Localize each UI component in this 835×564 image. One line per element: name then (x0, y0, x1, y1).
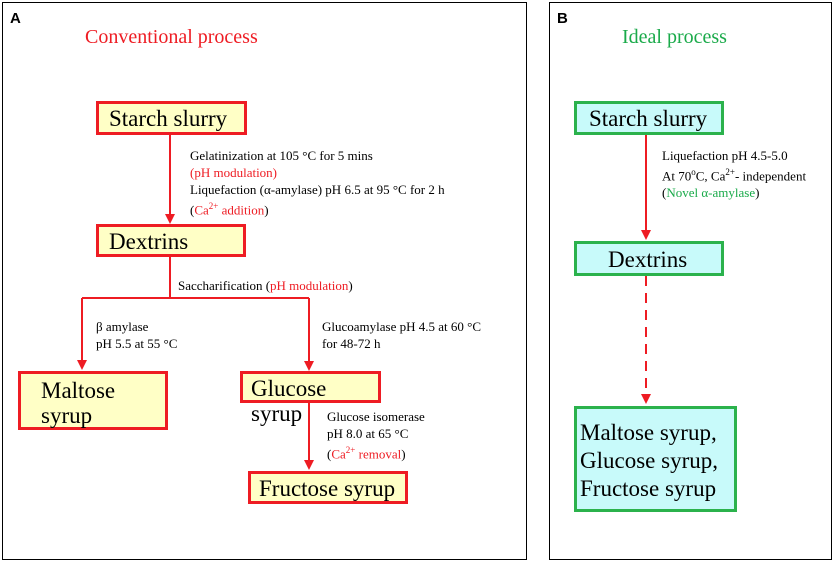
ca-rem-paren-close: ) (401, 446, 406, 462)
gelatinization-note: Gelatinization at 105 °C for 5 mins (pH … (190, 147, 445, 218)
saccharification-paren-close: ) (348, 278, 353, 293)
ideal-fructose-label: Fructose syrup (580, 476, 717, 501)
ideal-ca-text: C, Ca (695, 168, 726, 184)
glucose-syrup-label: Glucose syrup (251, 376, 327, 426)
ca-add-paren-open: ( (190, 202, 195, 218)
ca-rem-charge: 2+ (345, 445, 356, 455)
starch-slurry-label: Starch slurry (109, 106, 228, 131)
gelatinization-ph-modulation: (pH modulation) (190, 165, 278, 180)
glucose-syrup-box: Glucose syrup (240, 371, 381, 426)
saccharification-note: Saccharification (pH modulation) (178, 277, 353, 294)
novel-amylase-line: (Novel α-amylase) (662, 184, 806, 201)
panel-a-letter: A (10, 10, 21, 27)
glucoamylase-note: Glucoamylase pH 4.5 at 60 °C for 48-72 h (322, 318, 481, 352)
calcium-addition-line: (Ca2+ addition) (190, 198, 445, 218)
ideal-degree-mark: o (691, 167, 696, 177)
ideal-dextrins-box: Dextrins (574, 241, 724, 276)
glucoamylase-text: Glucoamylase pH 4.5 at 60 °C (322, 319, 482, 334)
maltose-label-line1: Maltose (41, 378, 116, 403)
ideal-starch-slurry-label: Starch slurry (589, 106, 708, 131)
ideal-ca-charge: 2+ (725, 167, 735, 177)
ca-rem-paren-open: ( (327, 446, 332, 462)
starch-slurry-box: Starch slurry (96, 101, 247, 135)
ideal-dextrins-label: Dextrins (608, 247, 688, 272)
panel-a-conventional (2, 2, 527, 560)
dextrins-label: Dextrins (109, 229, 189, 254)
glucose-isomerase-note: Glucose isomerase pH 8.0 at 65 °C (Ca2+ … (327, 408, 425, 462)
ca-add-symbol: Ca (194, 202, 209, 218)
gelatinization-text: Gelatinization at 105 °C for 5 mins (190, 148, 373, 163)
beta-amylase-note: β amylase pH 5.5 at 55 °C (96, 318, 177, 352)
beta-amylase-text: β amylase (96, 319, 149, 334)
ideal-starch-slurry-box: Starch slurry (574, 101, 724, 135)
ca-rem-symbol: Ca (331, 446, 346, 462)
ideal-liquefaction-text: Liquefaction pH 4.5-5.0 (662, 148, 788, 163)
fructose-syrup-label: Fructose syrup (259, 476, 396, 501)
isomerase-conditions: pH 8.0 at 65 °C (327, 426, 409, 441)
ideal-glucose-label: Glucose syrup, (580, 448, 718, 473)
novel-amylase-text: Novel α-amylase (666, 185, 756, 201)
ideal-conditions-line: At 70oC, Ca2+- independent (662, 164, 806, 184)
saccharification-text: Saccharification ( (178, 278, 271, 293)
ca-add-text: addition (218, 202, 265, 218)
maltose-syrup-box: Maltose syrup (18, 371, 168, 430)
ideal-products-box: Maltose syrup, Glucose syrup, Fructose s… (574, 406, 737, 512)
liquefaction-text: Liquefaction (α-amylase) pH 6.5 at 95 °C… (190, 182, 445, 197)
novel-paren-close: ) (755, 185, 760, 201)
glucoamylase-duration: for 48-72 h (322, 336, 381, 351)
ca-rem-text: removal (355, 446, 402, 462)
dextrins-box: Dextrins (96, 224, 246, 257)
novel-paren-open: ( (662, 185, 667, 201)
panel-a-title: Conventional process (85, 26, 258, 48)
ideal-maltose-label: Maltose syrup, (580, 420, 717, 445)
beta-amylase-conditions: pH 5.5 at 55 °C (96, 336, 178, 351)
panel-b-ideal (549, 2, 832, 560)
calcium-removal-line: (Ca2+ removal) (327, 442, 425, 462)
ca-add-paren-close: ) (264, 202, 269, 218)
isomerase-text: Glucose isomerase (327, 409, 425, 424)
panel-b-title: Ideal process (622, 26, 727, 48)
maltose-label-line2: syrup (41, 403, 93, 428)
saccharification-ph-modulation: pH modulation (270, 278, 349, 293)
panel-b-letter: B (557, 10, 568, 27)
fructose-syrup-box: Fructose syrup (248, 471, 408, 504)
ideal-liquefaction-note: Liquefaction pH 4.5-5.0 At 70oC, Ca2+- i… (662, 147, 806, 201)
ideal-independent-text: - independent (734, 168, 807, 184)
ideal-temp-text: At 70 (662, 168, 692, 184)
ca-add-charge: 2+ (208, 201, 219, 211)
